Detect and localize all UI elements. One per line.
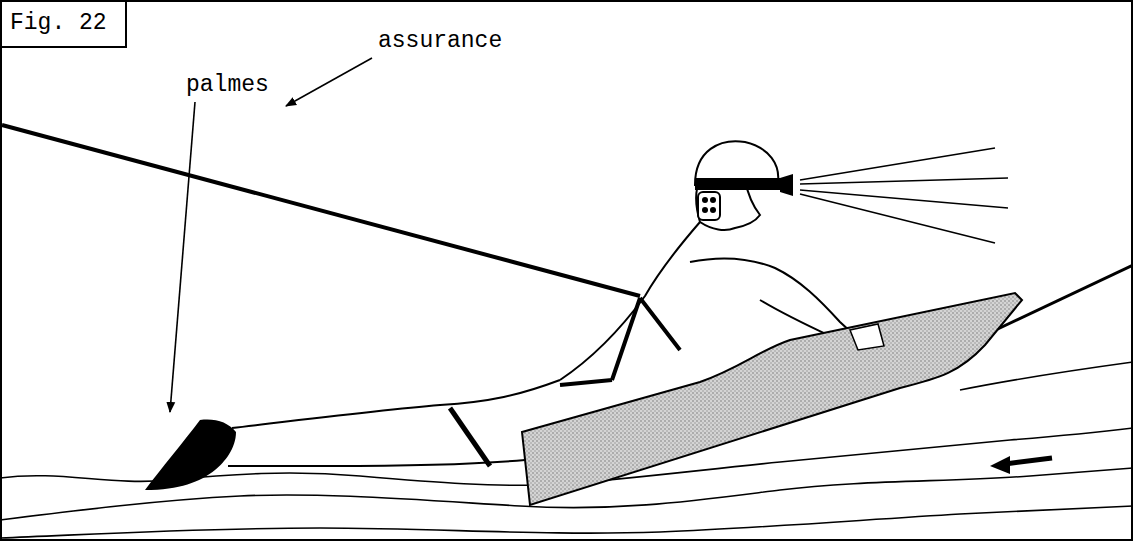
lamp-rays [800, 148, 1008, 243]
current-arrow [990, 456, 1052, 474]
diver-hand [850, 324, 884, 350]
leader-line [170, 102, 195, 412]
part-label: assurance [378, 28, 502, 56]
diver-legs [228, 380, 560, 466]
fin [145, 420, 236, 491]
figure-number-box: Fig. 22 [0, 0, 127, 48]
hydrospeed-board [522, 293, 1022, 505]
belay-rope [2, 125, 640, 296]
diver-head [695, 141, 793, 230]
figure-number: Fig. 22 [10, 10, 117, 38]
part-label: palmes [186, 72, 269, 100]
leader-line [286, 58, 372, 106]
